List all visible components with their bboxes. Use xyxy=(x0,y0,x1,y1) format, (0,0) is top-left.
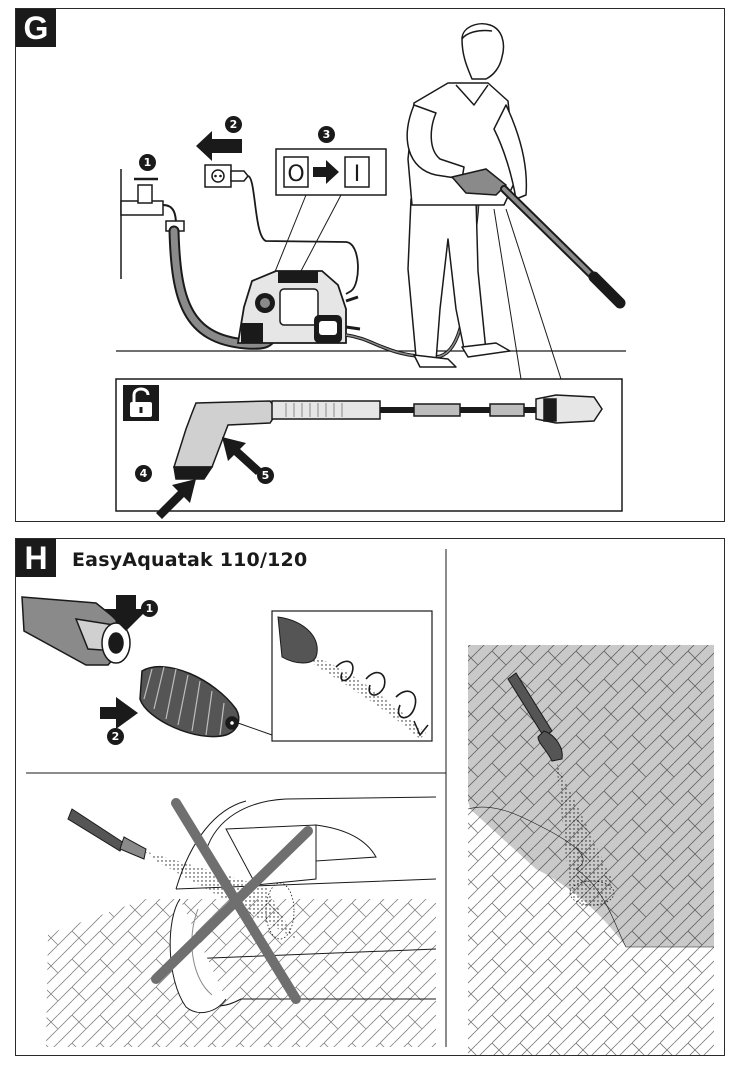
press-arrow-icon xyxy=(104,595,148,631)
panel-h-badge: H xyxy=(16,539,56,577)
step-4-lock: 4 xyxy=(135,465,152,482)
plug-icon xyxy=(204,164,249,188)
switch-icon: O I xyxy=(275,148,387,196)
panel-g-illustration: O I xyxy=(115,23,626,519)
step-1-press: 1 xyxy=(141,600,158,617)
spray-gun xyxy=(450,168,626,309)
pavement-cleaning-figure xyxy=(467,645,714,1055)
spray-gun-detail xyxy=(172,394,603,480)
panel-h-illustration xyxy=(21,549,714,1055)
step-5-trigger: 5 xyxy=(257,467,274,484)
step-2-plug: 2 xyxy=(225,116,242,133)
person-figure xyxy=(406,23,528,368)
press-arrow-icon xyxy=(222,437,262,475)
insert-arrow-icon xyxy=(100,697,138,729)
pressure-washer-unit xyxy=(236,270,361,344)
unlock-icon xyxy=(123,385,159,421)
nozzle-attach-figure xyxy=(21,596,240,738)
panel-h: H EasyAquatak 110/120 xyxy=(15,538,725,1056)
step-2-insert: 2 xyxy=(107,728,124,745)
switch-on-label: I xyxy=(354,162,361,187)
unplug-arrow-icon xyxy=(196,131,242,161)
cross-icon xyxy=(151,798,313,1004)
tap-icon xyxy=(120,177,185,232)
spiral-spray-detail xyxy=(277,616,429,739)
panel-g-badge: G xyxy=(16,9,56,47)
push-arrow-icon xyxy=(156,479,196,519)
panel-g: G O xyxy=(15,8,725,522)
wrong-spray-figure xyxy=(67,808,296,940)
step-3-switch: 3 xyxy=(318,126,335,143)
step-1-tap: 1 xyxy=(139,154,156,171)
panel-h-title: EasyAquatak 110/120 xyxy=(72,549,308,571)
switch-off-label: O xyxy=(287,162,304,187)
